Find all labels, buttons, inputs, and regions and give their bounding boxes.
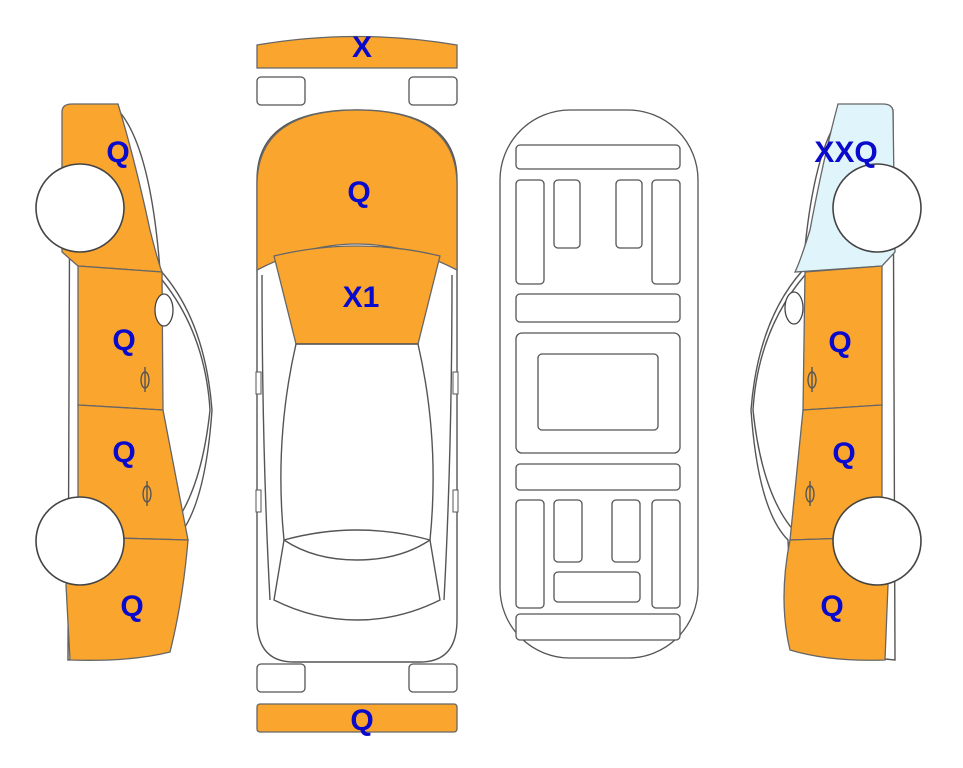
right-rear-wheel	[832, 496, 922, 586]
left-rear-quarter-label: Q	[120, 590, 143, 623]
front-right-headlight	[408, 76, 458, 106]
underside-front-inner-right	[615, 179, 643, 249]
rear-window-outline	[273, 529, 441, 621]
underside-rear-left-rail	[515, 499, 545, 609]
windshield-panel[interactable]	[273, 245, 441, 345]
underside-rear-right-rail	[651, 499, 681, 609]
right-handle-top	[452, 489, 459, 513]
underside-cross-member-1	[515, 293, 681, 323]
left-front-fender-label: Q	[106, 136, 129, 169]
left-mirror	[154, 293, 174, 327]
left-handle-top	[255, 489, 262, 513]
right-rear-door-handle-icon	[805, 481, 815, 506]
underside-rear-inner-right	[611, 499, 641, 563]
right-side-body-outline	[750, 106, 896, 661]
left-rear-wheel	[35, 496, 125, 586]
right-side-view: XXQ Q Q Q	[750, 103, 922, 661]
right-rear-door-label: Q	[832, 437, 855, 470]
right-window-line	[752, 274, 806, 541]
left-mirror-top	[255, 371, 262, 395]
underside-front-inner-left	[553, 179, 581, 249]
underside-front-bar	[515, 144, 681, 170]
right-front-door-handle-icon	[807, 367, 817, 392]
right-front-wheel	[832, 163, 922, 253]
top-view: X Q X1 Q	[255, 31, 459, 737]
right-front-door-label: Q	[828, 326, 851, 359]
left-pillar-line	[261, 274, 271, 601]
left-front-wheel	[35, 163, 125, 253]
right-mirror-top	[452, 371, 459, 395]
left-side-body-outline	[67, 106, 213, 661]
left-side-view: Q Q Q Q	[35, 103, 213, 661]
right-mirror	[784, 291, 804, 325]
underside-front-left-rail	[515, 179, 545, 285]
roof-outline	[280, 343, 434, 561]
rear-bumper-label: Q	[350, 704, 373, 737]
left-front-door-label: Q	[112, 324, 135, 357]
underside-rear-inner-left	[553, 499, 583, 563]
rear-bumper-panel[interactable]	[256, 703, 458, 733]
left-rear-door-label: Q	[112, 436, 135, 469]
underside-rear-bar	[515, 613, 681, 641]
front-bumper-label: X	[352, 31, 372, 64]
right-rear-quarter-label: Q	[820, 590, 843, 623]
windshield-label: X1	[343, 281, 380, 314]
underside-front-right-rail	[651, 179, 681, 285]
left-rear-door-handle-icon	[142, 481, 152, 506]
underside-center-plate	[537, 353, 659, 431]
right-pillar-line	[443, 274, 453, 601]
right-front-fender-label: XXQ	[814, 136, 877, 169]
rear-left-taillight	[256, 663, 306, 693]
front-bumper-panel[interactable]	[256, 35, 458, 69]
underside-rear-tank	[553, 571, 641, 603]
underside-cross-member-2	[515, 463, 681, 491]
rear-right-taillight	[408, 663, 458, 693]
front-left-headlight	[256, 76, 306, 106]
underside-view	[499, 109, 699, 659]
left-front-door-handle-icon	[140, 367, 150, 392]
hood-panel[interactable]	[256, 109, 458, 272]
hood-label: Q	[347, 176, 370, 209]
